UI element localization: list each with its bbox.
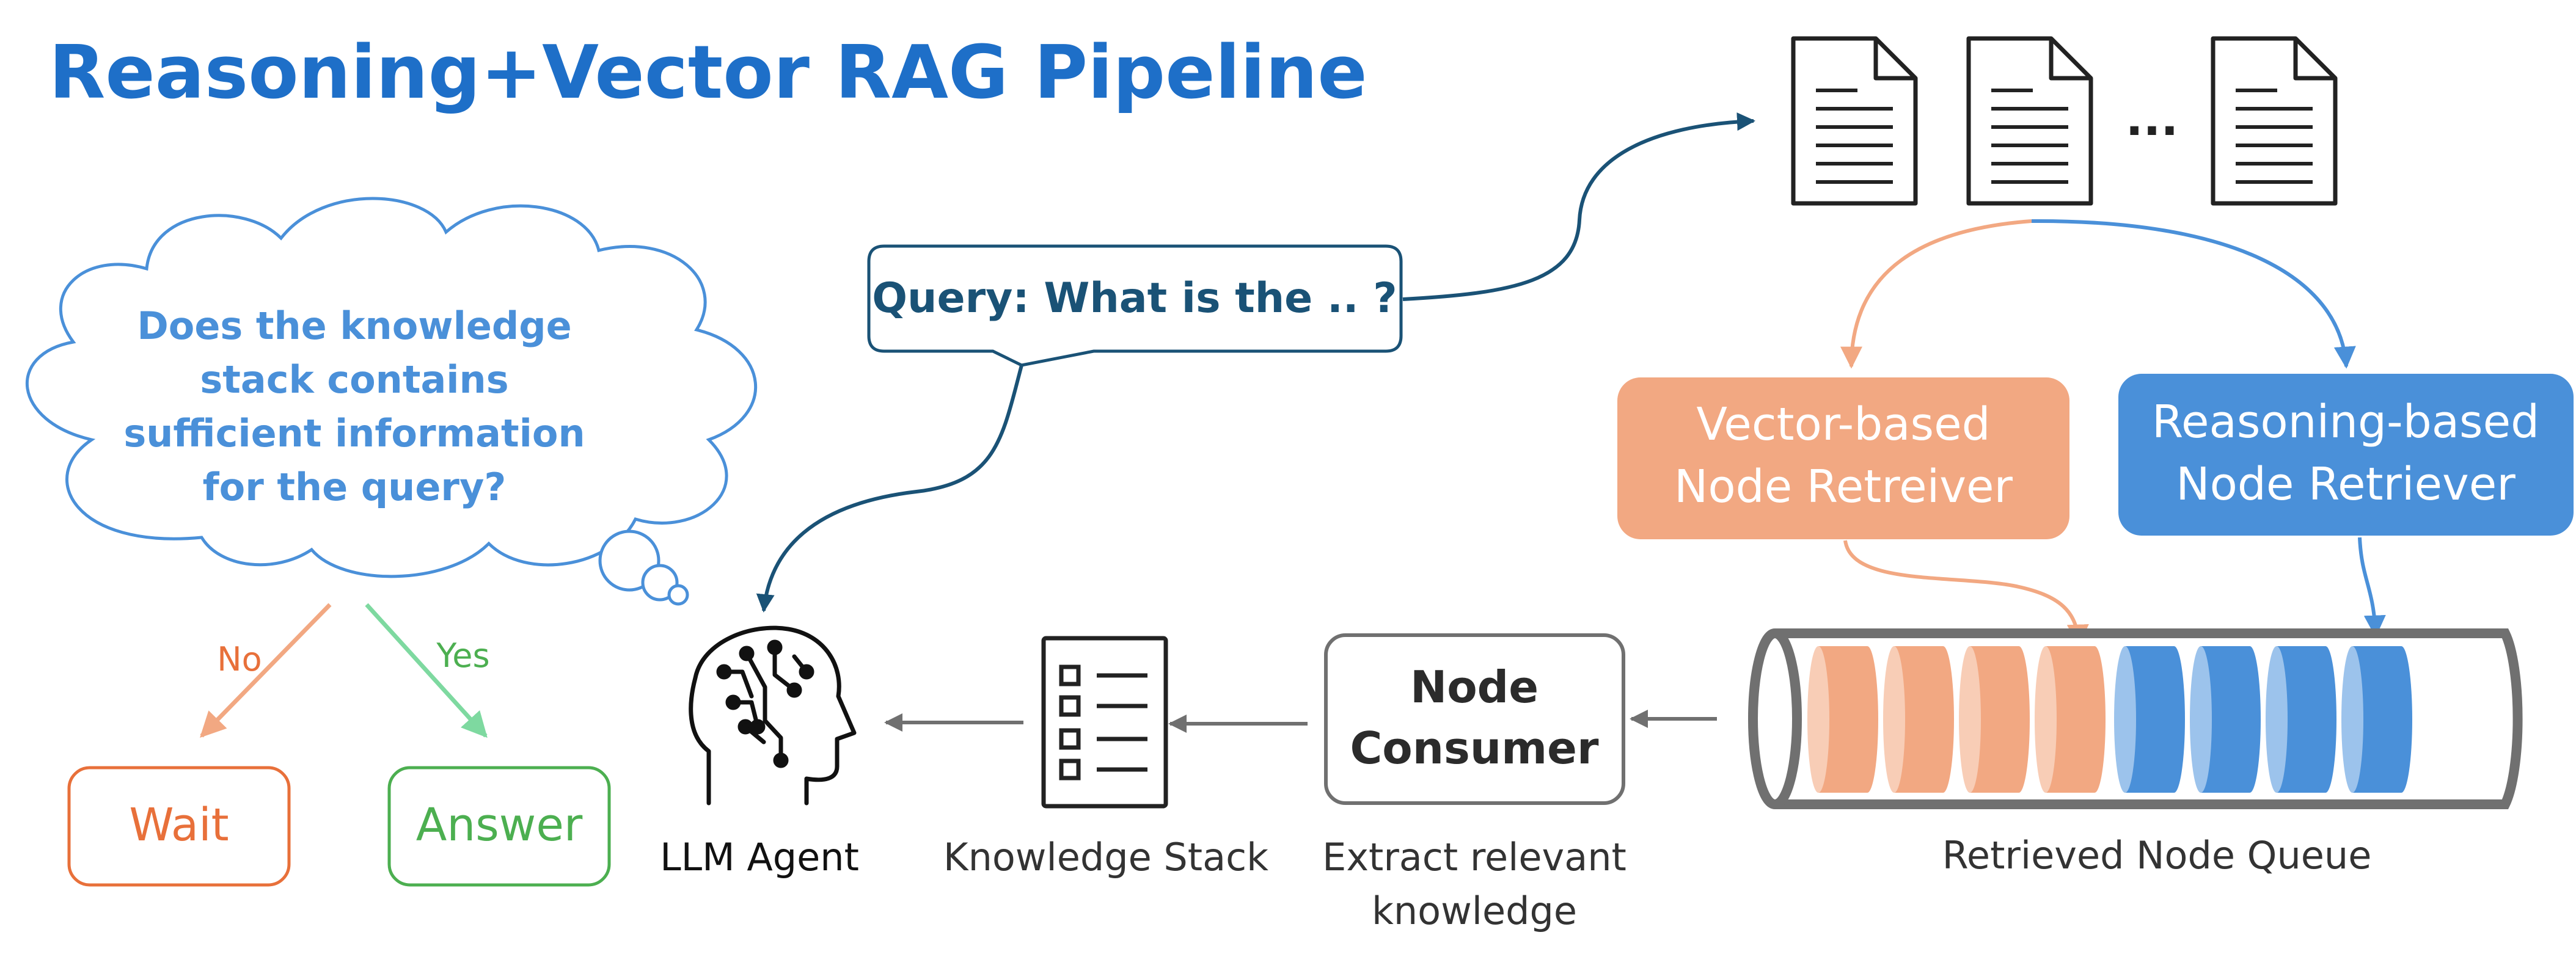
thought-line-1: Does the knowledge [137,304,571,348]
yes-label: Yes [436,636,489,675]
reasoning-to-queue-arrow [2358,537,2386,638]
query-to-documents-arrow [1402,112,1755,301]
node-consumer-box: Node Consumer [1324,633,1625,805]
wait-box: Wait [67,766,291,887]
query-to-agent-arrow [756,365,1023,613]
reasoning-retriever-line-2: Node Retriever [2176,458,2516,511]
thought-cloud-shape [25,197,758,578]
knowledge-stack-label: Knowledge Stack [943,835,1268,879]
checklist-icon [1041,636,1168,809]
no-arrow [200,603,332,738]
vector-retriever-line-1: Vector-based [1696,398,1990,451]
queue-vector-nodes [1807,646,2106,793]
vector-to-queue-arrow [1843,540,2089,647]
no-label: No [217,640,262,679]
reasoning-retriever-box: Reasoning-based Node Retriever [2118,374,2574,536]
documents-ellipsis: ··· [2126,103,2179,158]
document-icon-1 [1791,36,1918,206]
query-text: Query: What is the .. ? [872,274,1397,322]
vector-retriever-line-2: Node Retreiver [1674,460,2013,513]
yes-arrow [365,603,488,738]
diagram-title: Reasoning+Vector RAG Pipeline [49,31,1367,115]
node-consumer-line-1: Node [1410,661,1539,713]
document-icon-2 [1966,36,2093,206]
brain-head-icon [689,625,857,806]
llm-agent-label: LLM Agent [660,835,859,879]
queue-reasoning-nodes [2114,646,2412,793]
document-icon-3 [2211,36,2338,206]
node-consumer-caption-1: Extract relevant [1322,835,1626,879]
node-consumer-line-2: Consumer [1350,722,1599,774]
query-bubble: Query: What is the .. ? [867,244,1403,367]
thought-line-3: sufficient information [123,411,585,456]
thought-line-2: stack contains [200,357,508,402]
thought-cloud: Does the knowledge stack contains suffic… [25,197,758,606]
thought-bubble-small [667,584,689,606]
reasoning-retriever-line-1: Reasoning-based [2152,396,2539,448]
retrieved-node-queue [1748,628,2523,809]
node-consumer-caption-2: knowledge [1372,889,1577,933]
documents-to-reasoning-arrow [2031,219,2356,369]
wait-label: Wait [129,799,229,851]
thought-line-4: for the query? [203,465,507,509]
answer-box: Answer [387,766,611,887]
answer-label: Answer [416,799,583,851]
vector-retriever-box: Vector-based Node Retreiver [1617,377,2069,539]
documents-to-vector-arrow [1840,219,2032,369]
queue-label: Retrieved Node Queue [1942,833,2372,878]
